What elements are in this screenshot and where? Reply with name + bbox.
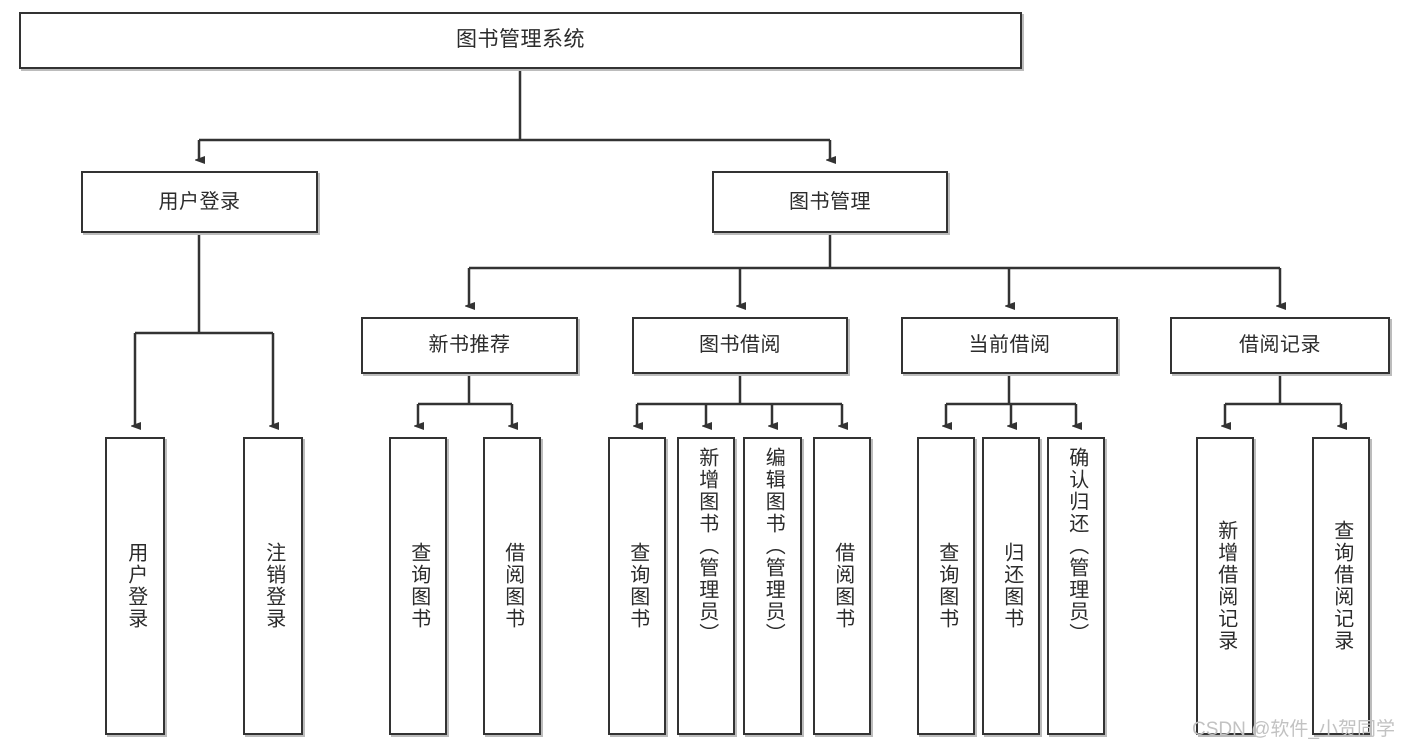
leaf-logout-login[interactable]: 注销登录 [243,437,303,735]
node-new-book-recommend[interactable]: 新书推荐 [361,317,578,374]
node-label: 注销登录 [262,542,285,630]
node-borrow-record[interactable]: 借阅记录 [1170,317,1390,374]
leaf-borrow-book[interactable]: 借阅图书 [813,437,871,735]
node-label: 新增图书（管理员） [695,447,718,645]
node-label: 借阅图书 [501,542,524,630]
leaf-edit-book[interactable]: 编辑图书（管理员） [743,437,802,735]
leaf-query-record[interactable]: 查询借阅记录 [1312,437,1370,735]
node-label: 图书管理系统 [456,28,585,52]
node-label: 用户登录 [124,542,147,630]
leaf-user-login[interactable]: 用户登录 [105,437,165,735]
leaf-add-record[interactable]: 新增借阅记录 [1196,437,1254,735]
node-label: 新书推荐 [428,334,511,356]
leaf-add-book[interactable]: 新增图书（管理员） [677,437,735,735]
leaf-borrow-book-rec[interactable]: 借阅图书 [483,437,541,735]
node-label: 查询图书 [935,542,958,630]
watermark: CSDN @软件_小贺同学 [1192,719,1395,740]
node-book-borrow[interactable]: 图书借阅 [632,317,848,374]
node-label: 查询借阅记录 [1330,520,1353,652]
node-user-login[interactable]: 用户登录 [81,171,318,233]
node-label: 归还图书 [1000,542,1023,630]
node-root-system[interactable]: 图书管理系统 [19,12,1022,69]
node-label: 查询图书 [626,542,649,630]
node-label: 查询图书 [407,542,430,630]
leaf-query-book-rec[interactable]: 查询图书 [389,437,447,735]
node-label: 借阅记录 [1239,334,1321,356]
node-label: 图书借阅 [699,334,781,356]
leaf-query-book[interactable]: 查询图书 [608,437,666,735]
node-label: 当前借阅 [968,334,1051,356]
node-label: 借阅图书 [831,542,854,630]
node-label: 确认归还（管理员） [1065,447,1088,645]
leaf-confirm-return[interactable]: 确认归还（管理员） [1047,437,1105,735]
node-book-management[interactable]: 图书管理 [712,171,948,233]
node-label: 新增借阅记录 [1214,520,1237,652]
node-current-borrow[interactable]: 当前借阅 [901,317,1118,374]
node-label: 图书管理 [789,190,871,213]
node-label: 编辑图书（管理员） [762,447,785,645]
leaf-return-book[interactable]: 归还图书 [982,437,1040,735]
leaf-query-book-cur[interactable]: 查询图书 [917,437,975,735]
node-label: 用户登录 [158,190,241,213]
